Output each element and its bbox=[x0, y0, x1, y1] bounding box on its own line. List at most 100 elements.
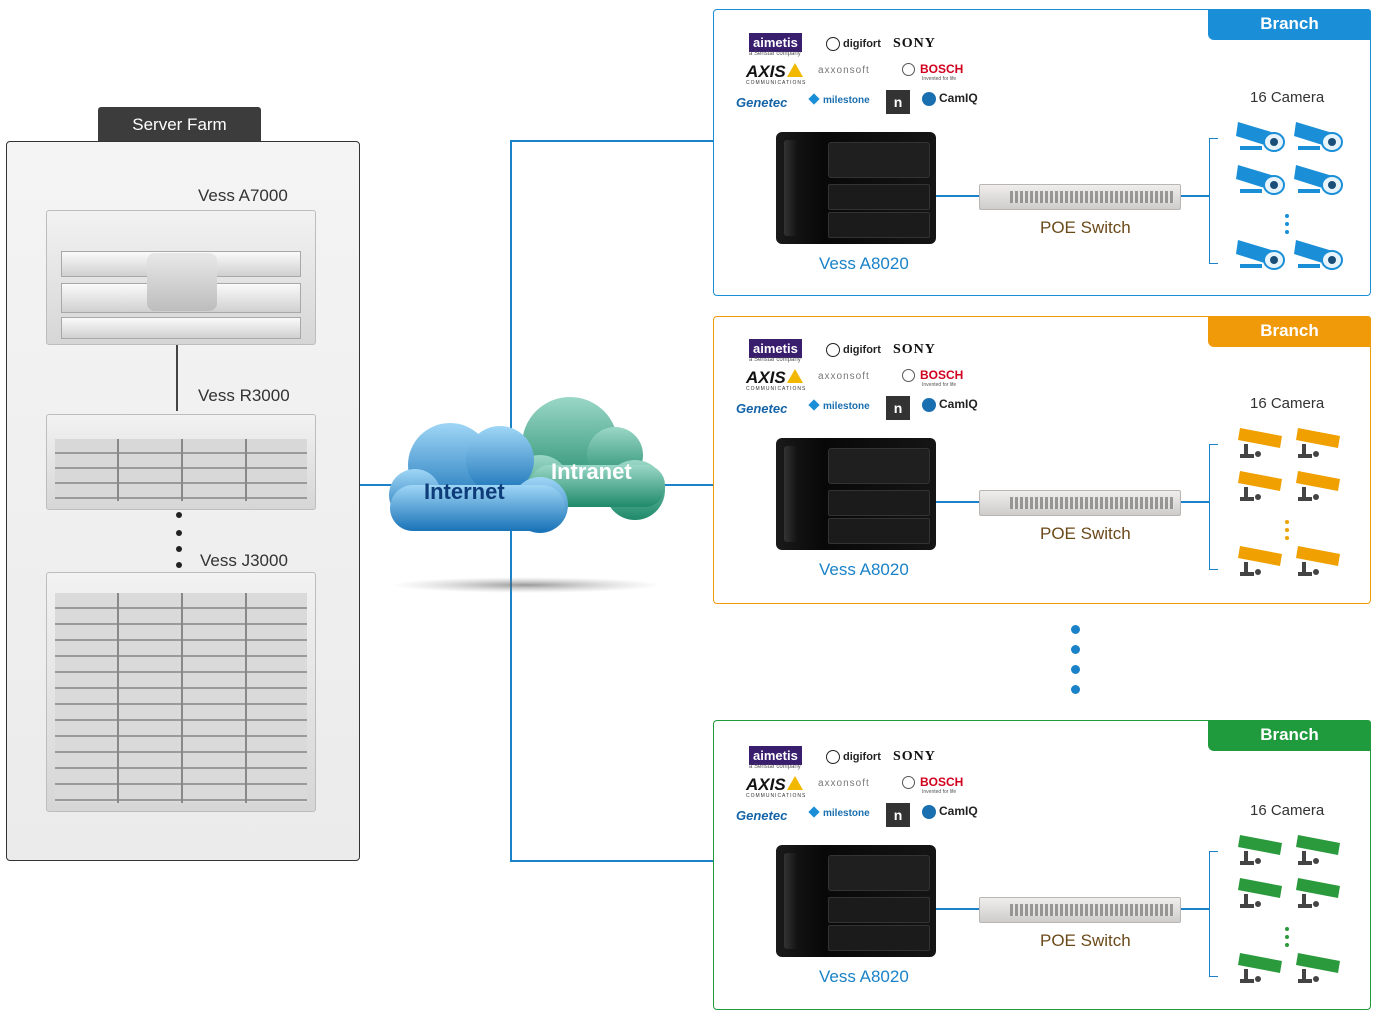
link-branch-1 bbox=[510, 140, 714, 142]
link-nas-switch bbox=[936, 908, 980, 910]
more-cameras-dots bbox=[1285, 520, 1289, 544]
more-dot bbox=[176, 530, 182, 536]
bosch-logo: BOSCH bbox=[902, 775, 963, 790]
more-dot bbox=[176, 512, 182, 518]
genetec-logo: Genetec bbox=[736, 808, 788, 823]
n-logo: n bbox=[886, 396, 910, 420]
n-logo: n bbox=[886, 803, 910, 827]
switch-icon bbox=[979, 490, 1181, 516]
digifort-logo: digifort bbox=[826, 37, 881, 51]
more-cameras-dots bbox=[1285, 927, 1289, 951]
axxonsoft-logo: axxonsoft bbox=[818, 65, 870, 76]
camiq-logo: CamIQ bbox=[922, 804, 978, 819]
internet-label: Internet bbox=[424, 479, 505, 504]
camera-count-label: 16 Camera bbox=[1250, 395, 1325, 412]
camera-bracket bbox=[1209, 138, 1218, 264]
switch-icon bbox=[979, 184, 1181, 210]
more-branches-dot bbox=[1071, 625, 1080, 634]
axis-logo-sub: COMMUNICATIONS bbox=[746, 80, 807, 86]
server-name-a7000: Vess A7000 bbox=[198, 186, 288, 205]
more-dot bbox=[176, 546, 182, 552]
camera-icon bbox=[1292, 542, 1344, 585]
axis-logo: AXIS bbox=[746, 368, 803, 388]
aimetis-logo-sub: a Senstar company bbox=[749, 357, 801, 363]
branch-tag: Branch bbox=[1208, 9, 1371, 40]
camera-count-label: 16 Camera bbox=[1250, 802, 1325, 819]
aimetis-logo: aimetis bbox=[749, 33, 802, 52]
camera-icon bbox=[1234, 949, 1286, 992]
bosch-logo-sub: Invented for life bbox=[922, 382, 957, 388]
intranet-label: Intranet bbox=[551, 459, 632, 484]
camera-icon bbox=[1292, 424, 1344, 467]
axis-logo: AXIS bbox=[746, 62, 803, 82]
aimetis-logo: aimetis bbox=[749, 339, 802, 358]
server-rack-icon bbox=[46, 414, 316, 510]
camiq-logo: CamIQ bbox=[922, 397, 978, 412]
nas-icon bbox=[776, 845, 936, 957]
axxonsoft-logo: axxonsoft bbox=[818, 371, 870, 382]
axis-logo-sub: COMMUNICATIONS bbox=[746, 793, 807, 799]
bosch-logo: BOSCH bbox=[902, 62, 963, 77]
link-switch-cameras bbox=[1181, 501, 1209, 503]
axis-logo: AXIS bbox=[746, 775, 803, 795]
nas-label: Vess A8020 bbox=[819, 560, 909, 579]
aimetis-logo-sub: a Senstar company bbox=[749, 764, 801, 770]
bosch-logo: BOSCH bbox=[902, 368, 963, 383]
switch-label: POE Switch bbox=[1040, 524, 1131, 543]
link-branch-3 bbox=[510, 860, 714, 862]
milestone-logo: milestone bbox=[808, 399, 870, 412]
link-farm-to-cloud bbox=[360, 484, 396, 486]
more-branches-dot bbox=[1071, 685, 1080, 694]
camera-icon bbox=[1234, 831, 1286, 874]
camera-icon bbox=[1292, 161, 1344, 204]
more-branches-dot bbox=[1071, 645, 1080, 654]
bosch-logo-sub: Invented for life bbox=[922, 76, 957, 82]
sony-logo: SONY bbox=[893, 342, 936, 357]
aimetis-logo-sub: a Senstar company bbox=[749, 51, 801, 57]
sony-logo: SONY bbox=[893, 36, 936, 51]
nas-label: Vess A8020 bbox=[819, 967, 909, 986]
milestone-logo: milestone bbox=[808, 806, 870, 819]
milestone-logo: milestone bbox=[808, 93, 870, 106]
camera-icon bbox=[1234, 424, 1286, 467]
server-name-j3000: Vess J3000 bbox=[200, 551, 288, 570]
camera-icon bbox=[1234, 542, 1286, 585]
camera-icon bbox=[1292, 118, 1344, 161]
genetec-logo: Genetec bbox=[736, 401, 788, 416]
camera-icon bbox=[1292, 831, 1344, 874]
camiq-logo: CamIQ bbox=[922, 91, 978, 106]
camera-bracket bbox=[1209, 444, 1218, 570]
server-name-r3000: Vess R3000 bbox=[198, 386, 290, 405]
switch-label: POE Switch bbox=[1040, 931, 1131, 950]
camera-icon bbox=[1234, 161, 1286, 204]
camera-icon bbox=[1234, 236, 1286, 279]
nas-icon bbox=[776, 438, 936, 550]
camera-bracket bbox=[1209, 851, 1218, 977]
digifort-logo: digifort bbox=[826, 343, 881, 357]
switch-label: POE Switch bbox=[1040, 218, 1131, 237]
link-branch-2 bbox=[660, 484, 714, 486]
genetec-logo: Genetec bbox=[736, 95, 788, 110]
branch-tag: Branch bbox=[1208, 316, 1371, 347]
axis-logo-sub: COMMUNICATIONS bbox=[746, 386, 807, 392]
server-rack-icon bbox=[46, 572, 316, 812]
camera-icon bbox=[1292, 874, 1344, 917]
server-rack-icon bbox=[46, 210, 316, 345]
link-nas-switch bbox=[936, 195, 980, 197]
camera-icon bbox=[1292, 467, 1344, 510]
more-cameras-dots bbox=[1285, 214, 1289, 238]
camera-count-label: 16 Camera bbox=[1250, 89, 1325, 106]
n-logo: n bbox=[886, 90, 910, 114]
switch-icon bbox=[979, 897, 1181, 923]
camera-icon bbox=[1234, 467, 1286, 510]
axxonsoft-logo: axxonsoft bbox=[818, 778, 870, 789]
camera-icon bbox=[1292, 236, 1344, 279]
digifort-logo: digifort bbox=[826, 750, 881, 764]
aimetis-logo: aimetis bbox=[749, 746, 802, 765]
nas-label: Vess A8020 bbox=[819, 254, 909, 273]
farm-link-line bbox=[176, 345, 178, 411]
bosch-logo-sub: Invented for life bbox=[922, 789, 957, 795]
link-nas-switch bbox=[936, 501, 980, 503]
cloud-icon bbox=[389, 397, 665, 593]
sony-logo: SONY bbox=[893, 749, 936, 764]
